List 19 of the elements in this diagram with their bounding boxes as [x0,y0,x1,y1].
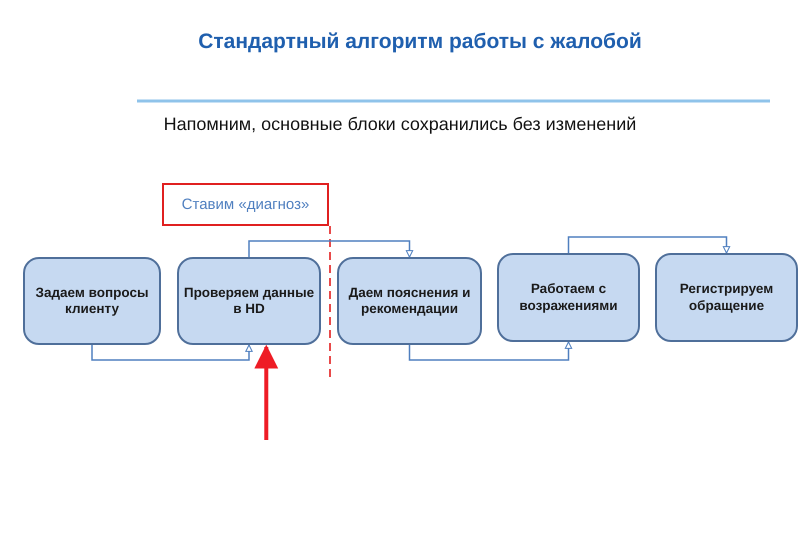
title: Стандартный алгоритм работы с жалобой [197,30,643,54]
box-label: Задаем вопросы клиенту [34,284,150,318]
box-label: Даем пояснения и рекомендации [348,284,472,318]
box-label: Ставим «диагноз» [182,196,310,213]
process-box [655,253,798,342]
connector-arrow [408,341,572,361]
pointer-arrow [254,344,278,440]
connector-arrow [248,240,414,258]
connector-arrow [91,344,253,361]
connector-arrow [568,236,730,254]
process-box [337,257,482,345]
process-box [23,257,161,345]
process-box [497,253,640,342]
box-label: Работаем с возражениями [518,281,619,314]
subtitle: Напомним, основные блоки сохранились без изменений [162,114,638,135]
box-label: Регистрируем обращение [678,281,774,314]
process-box [177,257,321,345]
box-label: Проверяем данные в HD [183,284,315,318]
callout-box [162,183,329,226]
